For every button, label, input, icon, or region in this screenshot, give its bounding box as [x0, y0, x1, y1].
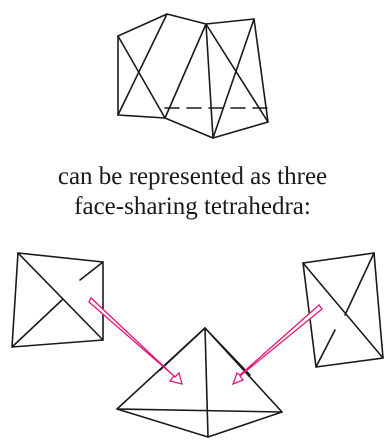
- center-tetrahedron: [117, 328, 282, 437]
- edge-right-diagonal: [213, 19, 254, 138]
- edge-center-left: [165, 24, 206, 118]
- right-arrow: [233, 305, 322, 384]
- right-tetrahedron: [303, 253, 383, 367]
- caption-line-1: can be represented as three: [57, 163, 328, 190]
- edge-left-diagonal-2: [118, 14, 167, 115]
- edge-left-diagonal-1: [118, 36, 165, 118]
- left-arrow: [89, 298, 182, 384]
- caption-line-2: face-sharing tetrahedra:: [74, 193, 311, 220]
- composite-polyhedron: [0, 0, 385, 160]
- left-tetrahedron: [12, 253, 103, 347]
- edge-center-right: [206, 24, 268, 122]
- edge-center-vertical: [206, 24, 213, 138]
